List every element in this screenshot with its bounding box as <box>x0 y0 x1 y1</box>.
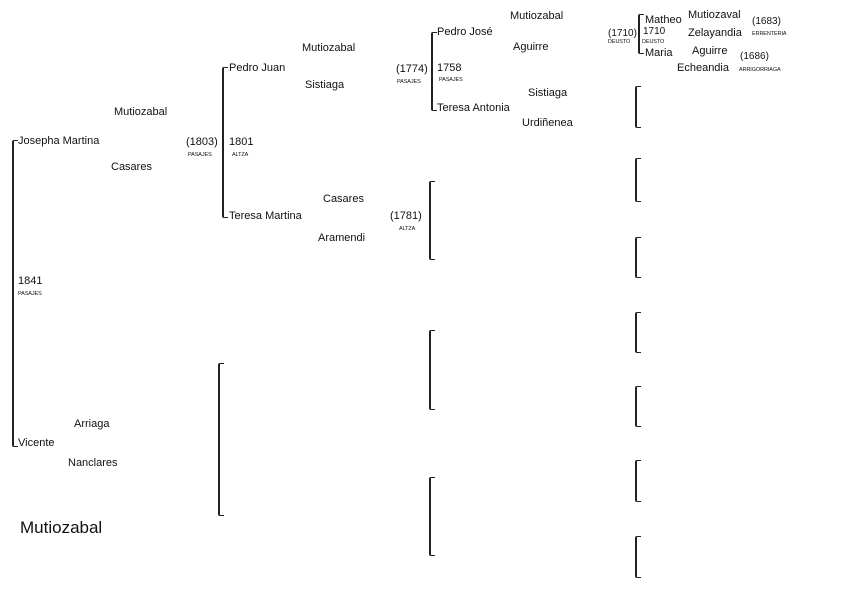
surname: Sistiaga <box>528 87 568 99</box>
surname: Aguirre <box>692 45 728 57</box>
person-name: Teresa Antonia <box>437 102 510 114</box>
birth-year: (1803) <box>186 136 218 148</box>
empty-bracket <box>635 86 641 128</box>
empty-bracket <box>635 237 641 278</box>
surname: Mutiozaval <box>688 9 741 21</box>
couple-bracket <box>638 14 644 54</box>
surname: Casares <box>323 193 364 205</box>
surname: Mutiozabal <box>114 106 168 118</box>
family-title: Mutiozabal <box>20 518 103 537</box>
marriage-place: PASAJES <box>439 77 463 83</box>
surname: Nanclares <box>68 457 118 469</box>
surname: Echeandia <box>677 62 729 74</box>
marriage-year: 1841 <box>18 275 43 287</box>
couple-bracket <box>12 140 18 447</box>
couple-bracket <box>222 67 228 218</box>
person-name: Josepha Martina <box>18 135 100 147</box>
marriage-place: DEUSTO <box>642 39 665 45</box>
birth-place: ERRENTERIA <box>752 31 787 37</box>
surname: Mutiozabal <box>302 42 356 54</box>
person-name: Pedro Juan <box>229 62 286 74</box>
birth-place: PASAJES <box>188 152 212 158</box>
birth-year: (1774) <box>396 63 428 75</box>
empty-bracket <box>635 460 641 502</box>
birth-year: (1686) <box>740 51 769 62</box>
birth-year: (1710) <box>608 28 637 39</box>
person-name: Pedro José <box>437 26 493 38</box>
empty-bracket <box>218 363 224 516</box>
empty-bracket <box>429 181 435 260</box>
birth-year: (1781) <box>390 210 422 222</box>
empty-bracket <box>635 386 641 427</box>
surname: Arriaga <box>74 418 110 430</box>
marriage-place: ALTZA <box>232 152 249 158</box>
birth-place: ALTZA <box>399 226 416 232</box>
birth-place: PASAJES <box>397 79 421 85</box>
person-name: Teresa Martina <box>229 210 302 222</box>
empty-bracket <box>635 312 641 353</box>
person-name: Maria <box>645 47 673 59</box>
surname: Casares <box>111 161 152 173</box>
marriage-year: 1710 <box>643 26 666 37</box>
surname: Mutiozabal <box>510 10 564 22</box>
marriage-year: 1758 <box>437 62 462 74</box>
birth-place: DEUSTO <box>608 39 631 45</box>
empty-bracket <box>635 536 641 578</box>
marriage-year: 1801 <box>229 136 254 148</box>
empty-bracket <box>429 330 435 410</box>
surname: Aramendi <box>318 232 366 244</box>
surname: Aguirre <box>513 41 549 53</box>
person-name: Vicente <box>18 437 55 449</box>
birth-place: ARRIGORRIAGA <box>739 67 781 73</box>
surname: Zelayandia <box>688 27 742 39</box>
person-name: Matheo <box>645 14 682 26</box>
surname: Sistiaga <box>305 79 345 91</box>
surname: Urdiñenea <box>522 117 573 129</box>
marriage-place: PASAJES <box>18 291 42 297</box>
birth-year: (1683) <box>752 16 781 27</box>
empty-bracket <box>429 477 435 556</box>
couple-bracket <box>431 32 437 111</box>
empty-bracket <box>635 158 641 202</box>
